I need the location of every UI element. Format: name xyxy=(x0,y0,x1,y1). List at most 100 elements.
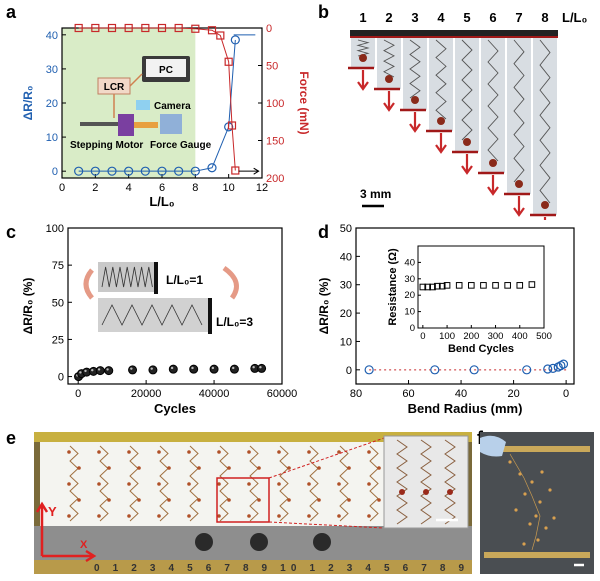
led-chip xyxy=(247,482,251,486)
led-chip xyxy=(552,516,556,520)
stretch-arrow xyxy=(513,196,525,217)
clamp-l3 xyxy=(208,298,212,334)
zoom-chip xyxy=(399,489,405,495)
led-chip xyxy=(217,514,221,518)
inset-x-axis-label: Bend Cycles xyxy=(448,343,514,355)
led-chip xyxy=(247,514,251,518)
x-tick-label: 80 xyxy=(350,388,362,400)
column-label: 2 xyxy=(385,10,392,25)
photo-f xyxy=(480,432,594,574)
data-point xyxy=(104,366,114,376)
column-label: 3 xyxy=(411,10,418,25)
stretch-arrow xyxy=(357,70,369,91)
top-bar xyxy=(484,446,590,452)
data-point xyxy=(558,359,569,369)
resistance-point xyxy=(157,166,167,176)
data-point-highlight xyxy=(84,369,87,373)
led-chip xyxy=(307,482,311,486)
sample-photo-bg xyxy=(351,38,375,68)
camera-label: Camera xyxy=(154,101,191,112)
inset-data-point xyxy=(429,283,436,291)
led-chip xyxy=(157,450,161,454)
wire-trace xyxy=(509,453,541,551)
led-chip xyxy=(167,466,171,470)
y-tick-label: 50 xyxy=(52,297,64,309)
bottom-bead xyxy=(437,117,445,125)
data-point xyxy=(469,365,479,375)
led-chip xyxy=(530,480,534,484)
serpentine-column xyxy=(189,445,199,522)
resistance-point xyxy=(174,166,184,176)
y-left-tick-label: 10 xyxy=(46,132,58,144)
resistance-point xyxy=(230,35,240,45)
zoom-chip xyxy=(423,489,429,495)
resistance-point xyxy=(207,163,217,173)
rail xyxy=(80,122,118,126)
base-hole xyxy=(313,533,331,551)
top-clamp xyxy=(350,30,558,36)
annot-l1: L/L₀=1 xyxy=(166,273,203,287)
data-point xyxy=(430,365,440,375)
led-chip xyxy=(67,482,71,486)
column-label: 6 xyxy=(489,10,496,25)
force-point xyxy=(74,23,83,33)
led-chip xyxy=(107,498,111,502)
inset-data-point xyxy=(443,282,451,289)
zoom-inset xyxy=(383,435,469,529)
data-point xyxy=(543,364,553,374)
serpentine-wire xyxy=(539,39,551,204)
led-chip xyxy=(548,488,552,492)
y-tick-label: 20 xyxy=(340,308,352,320)
led-chip xyxy=(307,450,311,454)
led-chip xyxy=(187,514,191,518)
serpentine-column xyxy=(99,445,109,522)
led-chip xyxy=(508,460,512,464)
inset-data-point xyxy=(438,282,446,290)
led-chip xyxy=(67,514,71,518)
bottom-bead xyxy=(359,54,367,62)
top-clamp-red xyxy=(350,36,558,38)
y-right-tick-label: 150 xyxy=(266,136,284,148)
y-axis-label: ΔR/R₀ (%) xyxy=(21,278,35,335)
led-chip xyxy=(217,450,221,454)
y-tick-label: 10 xyxy=(340,336,352,348)
led-chip xyxy=(67,450,71,454)
led-chip xyxy=(522,542,526,546)
led-chip xyxy=(197,466,201,470)
force-point xyxy=(174,23,183,33)
inset-data-point xyxy=(516,282,524,289)
plot-frame xyxy=(67,227,283,385)
camera-icon xyxy=(136,100,150,110)
resistance-point xyxy=(124,166,134,176)
inset-data-point xyxy=(468,282,475,289)
ruler-label: 0 1 2 3 4 5 6 7 8 9 10 1 2 3 4 5 6 7 8 9 xyxy=(94,563,464,574)
led-chip xyxy=(514,508,518,512)
data-point-highlight xyxy=(211,366,215,370)
green-region xyxy=(62,28,196,178)
column-label: 4 xyxy=(437,10,445,25)
y-tick-label: 75 xyxy=(52,260,64,272)
y-right-tick-label: 50 xyxy=(266,61,278,73)
serpentine-column xyxy=(369,445,379,522)
header-label: L/L₀ xyxy=(562,10,587,25)
x-tick-label: 4 xyxy=(126,182,132,194)
data-point xyxy=(522,365,532,375)
panel-label-a: a xyxy=(6,2,17,22)
zoom-serpentine xyxy=(420,439,432,525)
led-chip xyxy=(187,482,191,486)
led-chip xyxy=(528,522,532,526)
serpentine-wire xyxy=(461,39,473,141)
cycle-arrow-right xyxy=(222,265,239,300)
data-point-highlight xyxy=(259,366,262,369)
glove-hand xyxy=(480,435,506,457)
inset-y-tick-label: 40 xyxy=(404,257,415,268)
led-chip xyxy=(367,514,371,518)
y-right-tick-label: 0 xyxy=(266,23,272,35)
panel-label-d: d xyxy=(318,222,329,242)
arrow-right xyxy=(238,167,260,175)
x-tick-label: 60 xyxy=(402,388,414,400)
photo-l1 xyxy=(98,262,154,292)
led-chip xyxy=(167,498,171,502)
serpentine-column xyxy=(219,445,229,522)
